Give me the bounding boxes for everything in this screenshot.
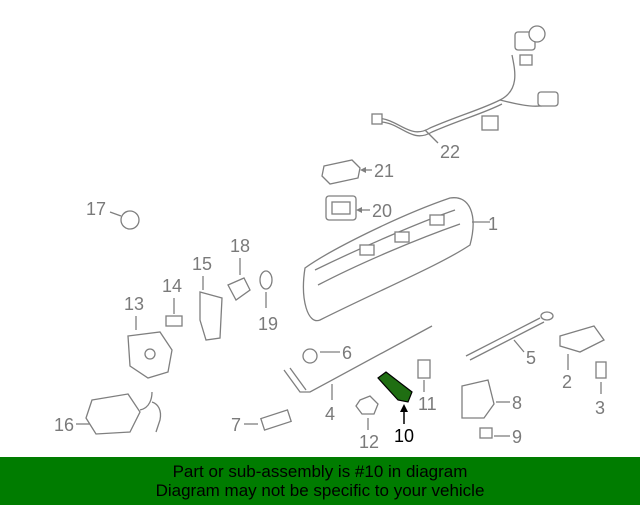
info-banner: Part or sub-assembly is #10 in diagram D… (0, 457, 640, 505)
callout-3: 3 (595, 398, 605, 418)
part-22-wiring-harness[interactable] (371, 25, 559, 137)
callout-8: 8 (512, 393, 522, 413)
part-18-bracket[interactable] (227, 277, 251, 301)
callout-18: 18 (230, 236, 250, 256)
callout-20: 20 (372, 201, 392, 221)
part-3-bolt[interactable] (595, 361, 607, 379)
part-10-bracket[interactable] (377, 371, 413, 403)
part-20-bezel[interactable] (325, 195, 357, 221)
part-16-actuator[interactable] (85, 391, 162, 435)
callout-10: 10 (394, 426, 414, 446)
callout-16: 16 (54, 415, 74, 435)
callout-9: 9 (512, 427, 522, 447)
callout-19: 19 (258, 314, 278, 334)
part-19-washer[interactable] (259, 270, 273, 290)
callout-4: 4 (325, 404, 335, 424)
banner-line-1: Part or sub-assembly is #10 in diagram (172, 462, 468, 481)
part-13-latch[interactable] (127, 331, 173, 379)
part-17-plug[interactable] (120, 210, 140, 230)
part-7-bushing[interactable] (260, 409, 292, 431)
parts-diagram: 22 21 20 1 17 18 19 15 (54, 25, 607, 452)
callout-12: 12 (359, 432, 379, 452)
callout-2: 2 (562, 372, 572, 392)
callout-7: 7 (231, 415, 241, 435)
part-15-bracket[interactable] (199, 291, 223, 341)
callout-5: 5 (526, 348, 536, 368)
callout-22: 22 (440, 142, 460, 162)
part-11-bolt[interactable] (417, 359, 431, 379)
part-9-bolt[interactable] (479, 427, 493, 439)
callout-17: 17 (86, 199, 106, 219)
callout-11: 11 (418, 394, 437, 414)
part-8-latch[interactable] (461, 379, 495, 419)
callout-13: 13 (124, 294, 144, 314)
callout-6: 6 (342, 343, 352, 363)
callout-15: 15 (192, 254, 212, 274)
part-1-liftgate[interactable] (302, 197, 474, 322)
callout-14: 14 (162, 276, 182, 296)
part-2-hinge[interactable] (559, 325, 605, 353)
part-5-strut[interactable] (465, 311, 554, 361)
banner-line-2: Diagram may not be specific to your vehi… (155, 481, 485, 500)
part-14-bolt[interactable] (165, 315, 183, 327)
part-12-nut[interactable] (355, 395, 379, 415)
part-4-rod[interactable] (283, 325, 433, 393)
callout-21: 21 (374, 161, 394, 181)
part-21-switch[interactable] (321, 159, 361, 185)
callout-1: 1 (488, 214, 498, 234)
part-6-clip[interactable] (302, 348, 318, 364)
